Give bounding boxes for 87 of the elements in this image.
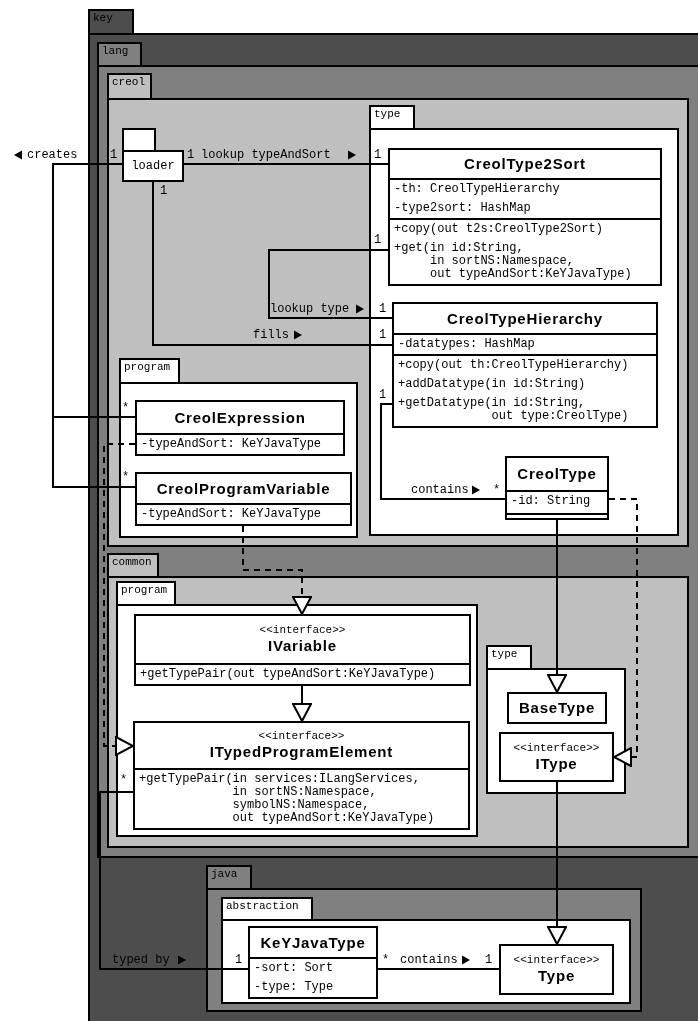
association-line <box>99 791 249 970</box>
class-name: CreolExpression <box>174 408 306 427</box>
realization-arrow <box>242 525 312 615</box>
edge-label: lookup typeAndSort <box>201 148 331 162</box>
realization-arrow <box>103 443 136 756</box>
class-box <box>499 944 614 995</box>
class-name: CreolProgramVariable <box>156 479 331 498</box>
generalization-arrow <box>547 519 567 693</box>
loader-box: loader <box>122 150 184 182</box>
stereotype-label: <<interface>> <box>259 624 346 637</box>
generalization-arrow <box>292 685 312 722</box>
class-box <box>133 721 470 830</box>
class-name: Type <box>537 967 576 985</box>
association-line <box>183 163 389 165</box>
edge-label: fills <box>253 328 289 342</box>
edge-label: contains <box>411 483 469 497</box>
package-tab: key <box>88 9 134 35</box>
association-line <box>377 968 500 970</box>
edge-label: contains <box>400 953 458 967</box>
multiplicity-label: 1 <box>379 328 387 342</box>
package-tab: lang <box>97 42 142 67</box>
method-text: +getDatatype(in id:String, out type:CreolType) <box>397 395 630 425</box>
attribute-text: -th: CreolTypeHierarchy <box>393 181 561 198</box>
multiplicity-label: 1 <box>485 953 493 967</box>
stereotype-label: <<interface>> <box>258 730 345 743</box>
multiplicity-label: * <box>122 470 130 484</box>
class-box <box>135 472 352 526</box>
association-line <box>268 249 393 319</box>
class-box <box>505 456 609 520</box>
attribute-text: -datatypes: HashMap <box>397 336 536 353</box>
package-tab: java <box>206 865 252 890</box>
edge-label: lookup type <box>270 302 350 316</box>
multiplicity-label: * <box>120 773 128 787</box>
attribute-text: -typeAndSort: KeYJavaType <box>140 436 323 453</box>
package-tab: abstraction <box>221 897 313 921</box>
association-line <box>52 163 136 488</box>
stereotype-label: <<interface>> <box>513 954 600 967</box>
attribute-text: -typeAndSort: KeYJavaType <box>140 506 323 523</box>
package-tab: type <box>369 105 415 130</box>
attribute-text: -type2sort: HashMap <box>393 200 532 217</box>
package-tab: program <box>119 358 180 384</box>
method-text: +get(in id:String, in sortNS:Namespace, out typeAndSort:KeYJavaType) <box>393 240 633 283</box>
association-line <box>380 403 506 500</box>
edge-label: creates <box>27 148 78 162</box>
multiplicity-label: 1 <box>110 148 118 162</box>
multiplicity-label: 1 <box>374 233 382 247</box>
method-text: +addDatatype(in id:String) <box>397 376 587 393</box>
package-tab: program <box>116 581 176 606</box>
multiplicity-label: 1 <box>235 953 243 967</box>
edge-label: typed by <box>112 953 170 967</box>
class-box <box>392 302 658 428</box>
generalization-arrow <box>547 781 567 945</box>
multiplicity-label: 1 <box>187 148 195 162</box>
class-box <box>499 732 614 782</box>
multiplicity-label: * <box>382 953 390 967</box>
multiplicity-label: 1 <box>374 148 382 162</box>
class-name: ITypedProgramElement <box>209 743 394 761</box>
method-text: +copy(out th:CreolTypeHierarchy) <box>397 357 630 374</box>
attribute-text: -type: Type <box>253 979 335 996</box>
class-name: IType <box>535 754 578 773</box>
class-name: BaseType <box>518 699 596 717</box>
multiplicity-label: 1 <box>379 388 387 402</box>
method-text: +getTypePair(in services:ILangServices, in sortNS:Namespace, symbolNS:Namespace, out typeAndSort:KeYJavaType) <box>138 771 436 827</box>
method-text: +copy(out t2s:CreolType2Sort) <box>393 221 604 238</box>
multiplicity-label: * <box>122 401 130 415</box>
multiplicity-label: 1 <box>379 302 387 316</box>
association-line <box>152 181 393 346</box>
class-box <box>248 926 378 999</box>
method-text: +getTypePair(out typeAndSort:KeYJavaType) <box>139 666 437 683</box>
stereotype-label: <<interface>> <box>513 741 600 755</box>
class-box <box>135 400 345 456</box>
class-name: CreolTypeHierarchy <box>447 309 603 328</box>
class-box <box>507 692 607 724</box>
class-name: KeYJavaType <box>260 933 366 952</box>
package-tab: type <box>486 645 532 670</box>
attribute-text: -sort: Sort <box>253 960 335 977</box>
class-name: CreolType <box>517 465 597 483</box>
multiplicity-label: * <box>493 483 501 497</box>
class-name: IVariable <box>268 637 337 655</box>
realization-arrow <box>608 498 638 767</box>
package-tab: creol <box>107 73 152 100</box>
package-tab: common <box>107 553 159 578</box>
attribute-text: -id: String <box>510 493 592 510</box>
class-box <box>388 148 662 286</box>
class-box <box>134 614 471 686</box>
class-name: CreolType2Sort <box>464 155 586 173</box>
multiplicity-label: 1 <box>160 184 168 198</box>
